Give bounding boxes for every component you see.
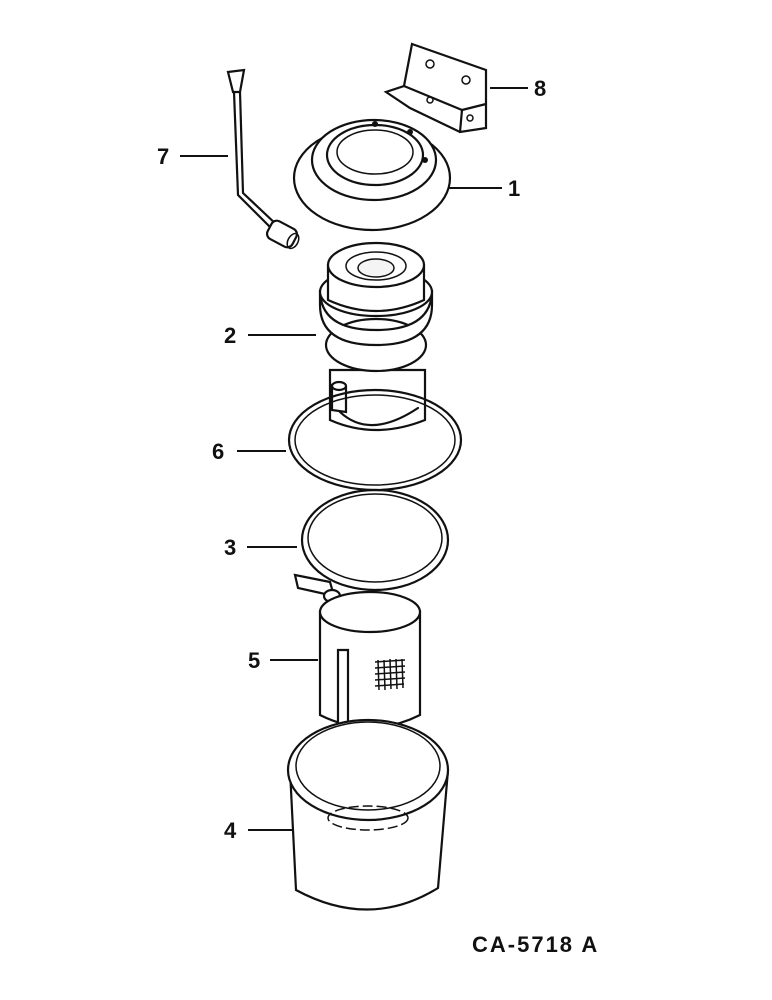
drain-handle-part: [226, 68, 300, 250]
drawing-code: CA-5718 A: [472, 932, 599, 957]
bowl-part: [286, 718, 450, 911]
callout-label-5: 5: [248, 648, 260, 673]
filter-head-part: [318, 241, 434, 432]
callout-label-1: 1: [508, 176, 520, 201]
callout-label-6: 6: [212, 439, 224, 464]
mounting-bracket-part: [383, 42, 488, 134]
band-clamp-part: [293, 488, 450, 604]
filter-element-part: [318, 590, 422, 730]
callout-label-8: 8: [534, 76, 546, 101]
callout-label-7: 7: [157, 144, 169, 169]
callout-label-3: 3: [224, 535, 236, 560]
base-ring-part: [292, 118, 452, 232]
callout-label-2: 2: [224, 323, 236, 348]
callout-label-4: 4: [224, 818, 237, 843]
filter-mesh-icon: [374, 658, 406, 691]
